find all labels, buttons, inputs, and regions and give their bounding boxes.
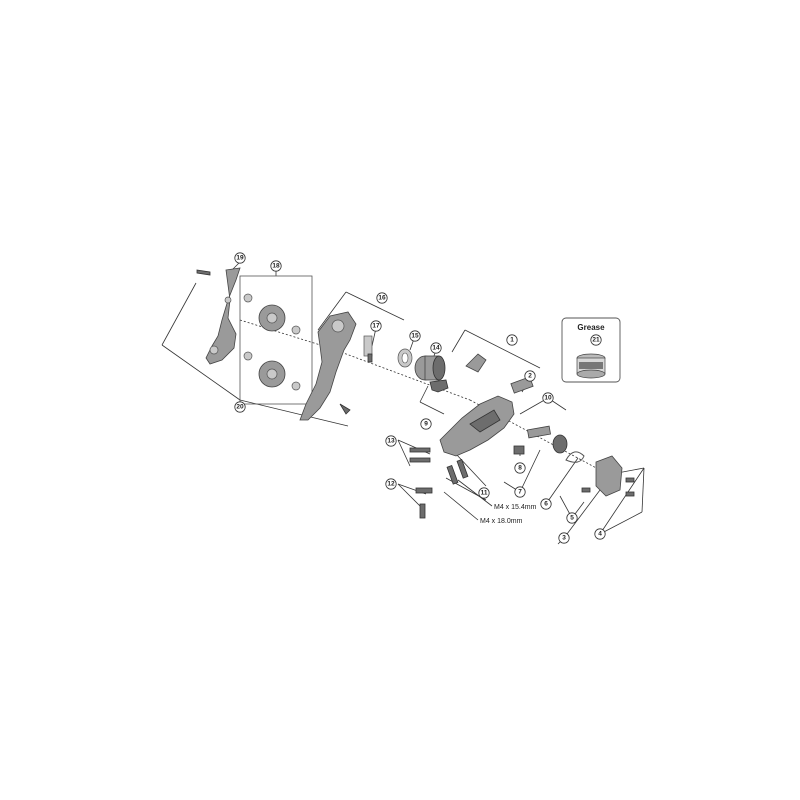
- callout-circle: [385, 435, 397, 447]
- fixing-bolt-12: [415, 487, 433, 519]
- callout-circle: [420, 418, 432, 430]
- callout-circle: [558, 532, 570, 544]
- callout-circle: [376, 292, 388, 304]
- callout-number: 7: [518, 489, 522, 496]
- grease-jar: [576, 353, 606, 379]
- callout-8: 8: [514, 462, 526, 474]
- fixing-bolts-13: [409, 447, 431, 463]
- callout-circle: [542, 392, 554, 404]
- callout-number: 3: [562, 535, 566, 542]
- callout-11: 11: [478, 487, 490, 499]
- callout-number: 21: [592, 337, 600, 344]
- callout-circle: [385, 478, 397, 490]
- cage-axle: [363, 335, 373, 363]
- fixing-plate: [513, 445, 525, 455]
- callout-18: 18: [270, 260, 282, 272]
- callout-4: 4: [594, 528, 606, 540]
- callout-number: 15: [411, 333, 419, 340]
- callout-13: 13: [385, 435, 397, 447]
- bolt-spec-long: M4 x 18.0mm: [480, 518, 523, 525]
- callout-7: 7: [514, 486, 526, 498]
- callout-circle: [524, 370, 536, 382]
- leader-lines: [161, 261, 645, 545]
- bolt-spec-short: M4 x 15.4mm: [494, 504, 537, 511]
- clutch-part: [429, 379, 449, 393]
- callout-20: 20: [234, 401, 246, 413]
- callout-circle: [590, 334, 602, 346]
- grease-title: Grease: [577, 323, 605, 332]
- callout-circle: [514, 486, 526, 498]
- callout-9: 9: [420, 418, 432, 430]
- callout-circle: [540, 498, 552, 510]
- callout-17: 17: [370, 320, 382, 332]
- callout-6: 6: [540, 498, 552, 510]
- callout-number: 14: [432, 345, 440, 352]
- callout-number: 5: [570, 515, 574, 522]
- bracket-unit: [581, 455, 635, 497]
- callout-circle: [506, 334, 518, 346]
- callout-circle: [514, 462, 526, 474]
- pulley-wheel-upper: [243, 293, 301, 335]
- callout-number: 12: [387, 481, 395, 488]
- cable-guide: [565, 451, 585, 463]
- callout-5: 5: [566, 512, 578, 524]
- callout-number: 11: [481, 490, 488, 497]
- callout-circle: [594, 528, 606, 540]
- callout-number: 20: [236, 404, 244, 411]
- mounting-bolts: [446, 459, 469, 485]
- b-axle: [527, 425, 568, 454]
- grease-box: Grease: [561, 317, 621, 383]
- callout-15: 15: [409, 330, 421, 342]
- callout-12: 12: [385, 478, 397, 490]
- stopper-ring: [397, 348, 413, 368]
- callout-21: 21: [590, 334, 602, 346]
- callout-10: 10: [542, 392, 554, 404]
- callout-3: 3: [558, 532, 570, 544]
- callout-circle: [234, 401, 246, 413]
- main-body: [439, 353, 515, 457]
- callout-circle: [430, 342, 442, 354]
- callout-circle: [270, 260, 282, 272]
- callout-2: 2: [524, 370, 536, 382]
- callout-number: 9: [424, 421, 428, 428]
- callout-number: 16: [378, 295, 386, 302]
- spring-cylinder: [414, 355, 446, 381]
- callout-16: 16: [376, 292, 388, 304]
- callout-number: 8: [518, 465, 522, 472]
- callout-circle: [566, 512, 578, 524]
- callout-number: 4: [598, 531, 602, 538]
- inner-cage-plate: [299, 311, 357, 421]
- callout-number: 13: [387, 438, 395, 445]
- callout-1: 1: [506, 334, 518, 346]
- callout-number: 1: [510, 337, 514, 344]
- callout-circle: [409, 330, 421, 342]
- callout-number: 6: [544, 501, 548, 508]
- outer-cage-plate: [196, 267, 241, 365]
- pulley-wheel-lower: [243, 351, 301, 391]
- callout-circle: [478, 487, 490, 499]
- callout-14: 14: [430, 342, 442, 354]
- pulley-box: [239, 275, 313, 405]
- callout-number: 19: [236, 255, 244, 262]
- callout-19: 19: [234, 252, 246, 264]
- callout-number: 10: [544, 395, 552, 402]
- callout-circle: [370, 320, 382, 332]
- callout-number: 2: [528, 373, 532, 380]
- callout-number: 17: [372, 323, 380, 330]
- callout-circle: [234, 252, 246, 264]
- callout-number: 18: [272, 263, 280, 270]
